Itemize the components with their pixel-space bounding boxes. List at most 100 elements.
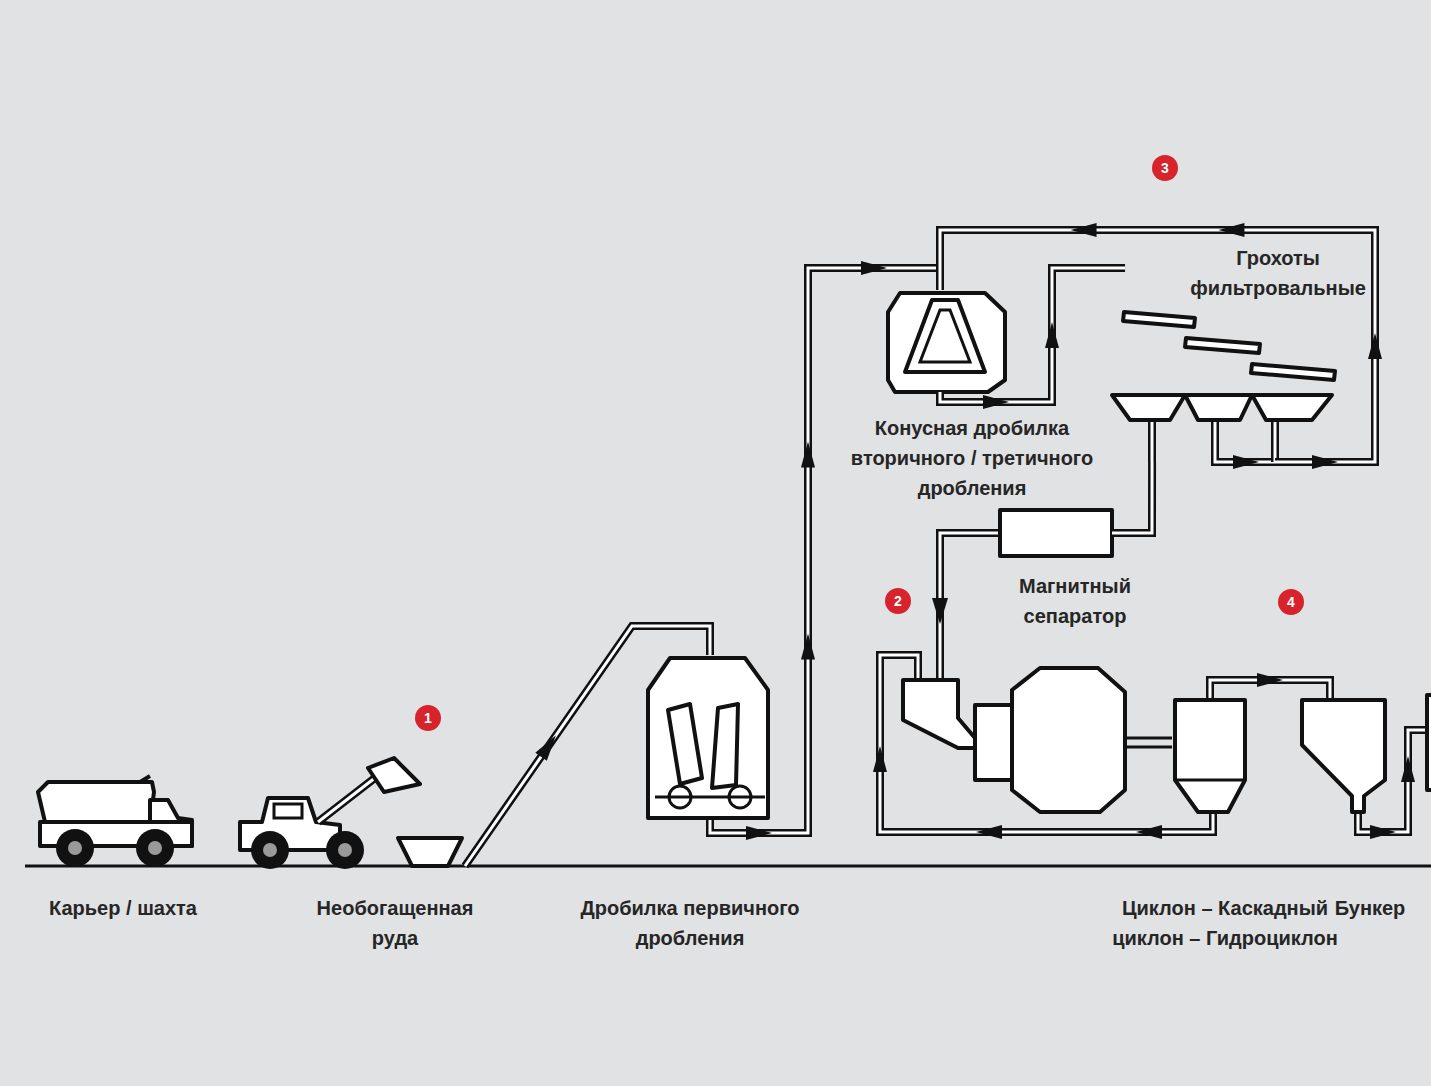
ball-mill bbox=[975, 705, 1012, 780]
wheel-loader bbox=[240, 758, 420, 869]
conveyor-connector bbox=[465, 626, 710, 866]
conveyor-connector bbox=[1210, 673, 1330, 698]
dump-truck bbox=[68, 841, 82, 855]
conveyor-core bbox=[940, 268, 1125, 402]
static-conveyor bbox=[880, 655, 1213, 832]
jaw-crusher bbox=[648, 658, 768, 818]
jaw-crusher bbox=[668, 704, 702, 784]
flow-arrowhead bbox=[1368, 333, 1382, 359]
screen-decks bbox=[1252, 395, 1332, 420]
static-conveyor bbox=[1274, 420, 1277, 462]
dump-truck bbox=[38, 776, 192, 867]
conveyor-core bbox=[710, 268, 940, 833]
equipment-label: Циклон – Каскадный циклон – Гидроциклон bbox=[1100, 893, 1350, 953]
cone-crusher bbox=[888, 293, 1005, 392]
equipment-node: Дробилка первичного дробления bbox=[645, 655, 770, 820]
feed-hopper bbox=[398, 838, 462, 866]
static-conveyor bbox=[1151, 420, 1154, 462]
equipment-label: Магнитный сепаратор bbox=[995, 571, 1155, 631]
conveyor-core bbox=[465, 626, 710, 866]
equipment-node: Бункер bbox=[1300, 698, 1385, 812]
callout-number: 3 bbox=[1152, 155, 1178, 181]
wheel-loader bbox=[251, 831, 289, 869]
equipment-label: Конусная дробилка вторичного / третичног… bbox=[830, 413, 1115, 503]
flow-arrowhead bbox=[861, 261, 887, 275]
ball-mill bbox=[903, 680, 975, 748]
dump-truck bbox=[140, 776, 150, 782]
conveyor-connector bbox=[710, 261, 940, 840]
flow-arrowhead bbox=[1257, 673, 1283, 687]
jaw-crusher bbox=[655, 796, 765, 799]
callout-number: 1 bbox=[415, 705, 441, 731]
screen-decks bbox=[1185, 338, 1260, 353]
cyclone bbox=[1175, 700, 1245, 812]
static-arrowheads bbox=[873, 746, 887, 772]
static-arrowheads bbox=[1233, 455, 1259, 469]
equipment-node: Необогащенная руда bbox=[235, 755, 465, 866]
flow-arrowhead bbox=[1071, 223, 1097, 237]
cone-crusher bbox=[905, 300, 985, 372]
wheel-loader bbox=[326, 831, 364, 869]
equipment-label: Необогащенная руда bbox=[309, 893, 481, 953]
dump-truck bbox=[38, 782, 154, 822]
static-arrowheads bbox=[932, 598, 948, 624]
static-arrowheads bbox=[1401, 756, 1415, 782]
equipment-node: Карьер / шахта bbox=[35, 770, 195, 866]
wheel-loader bbox=[338, 843, 352, 857]
dump-truck bbox=[136, 829, 174, 867]
conveyor-outline bbox=[465, 626, 710, 866]
magnetic-separator bbox=[1000, 510, 1112, 556]
wheel-loader bbox=[263, 843, 277, 857]
static-arrowheads bbox=[976, 825, 1002, 839]
screen-decks bbox=[1112, 312, 1335, 420]
static-conveyor bbox=[880, 655, 1213, 832]
flow-arrowhead bbox=[1045, 322, 1059, 348]
ball-mill bbox=[1125, 737, 1172, 740]
magnetic-separator bbox=[1000, 510, 1112, 556]
conveyor-outline bbox=[940, 268, 1125, 402]
static-conveyor bbox=[1271, 420, 1279, 462]
static-conveyor bbox=[1215, 420, 1275, 462]
flow-arrowhead bbox=[983, 395, 1009, 409]
equipment-label: Карьер / шахта bbox=[23, 893, 223, 923]
equipment-node: Конусная дробилка вторичного / третичног… bbox=[885, 290, 1010, 392]
bunker bbox=[1302, 695, 1431, 812]
equipment-node: Грохоты фильтровальные bbox=[1110, 268, 1345, 462]
callout-number: 2 bbox=[885, 588, 911, 614]
flow-arrowhead bbox=[801, 441, 815, 467]
screen-decks bbox=[1185, 395, 1252, 420]
flow-arrowhead bbox=[1312, 455, 1338, 469]
dump-truck bbox=[148, 841, 162, 855]
ground-line bbox=[25, 865, 1431, 868]
jaw-crusher bbox=[669, 786, 691, 808]
cone-crusher bbox=[920, 310, 970, 362]
jaw-crusher bbox=[729, 786, 751, 808]
screen-decks bbox=[1112, 395, 1185, 420]
bunker bbox=[1427, 695, 1431, 790]
flow-arrowhead bbox=[746, 826, 772, 840]
equipment-label: Дробилка первичного дробления bbox=[550, 893, 830, 953]
equipment-node: Циклон – Каскадный циклон – Гидроциклон bbox=[1172, 698, 1248, 812]
static-arrowheads bbox=[1136, 825, 1162, 839]
conveyor-connector bbox=[940, 268, 1125, 409]
equipment-label: Грохоты фильтровальные bbox=[1185, 243, 1371, 303]
equipment-label: Бункер bbox=[1322, 893, 1418, 923]
conveyor-core bbox=[1112, 462, 1152, 533]
static-arrowheads bbox=[1370, 825, 1396, 839]
ball-mill bbox=[903, 668, 1172, 812]
flow-arrowhead bbox=[1218, 223, 1244, 237]
static-conveyor bbox=[940, 533, 1000, 680]
screen-decks bbox=[1251, 364, 1335, 380]
static-conveyor bbox=[940, 533, 1000, 680]
static-arrowheads bbox=[873, 455, 1415, 839]
flow-arrowhead bbox=[535, 735, 556, 760]
cyclone bbox=[1175, 700, 1245, 812]
wheel-loader bbox=[318, 774, 380, 822]
equipment-node: Магнитный сепаратор bbox=[1000, 510, 1112, 556]
conveyor-outline bbox=[1112, 462, 1152, 533]
cyclone bbox=[1175, 779, 1245, 782]
flow-arrowhead bbox=[801, 634, 815, 660]
